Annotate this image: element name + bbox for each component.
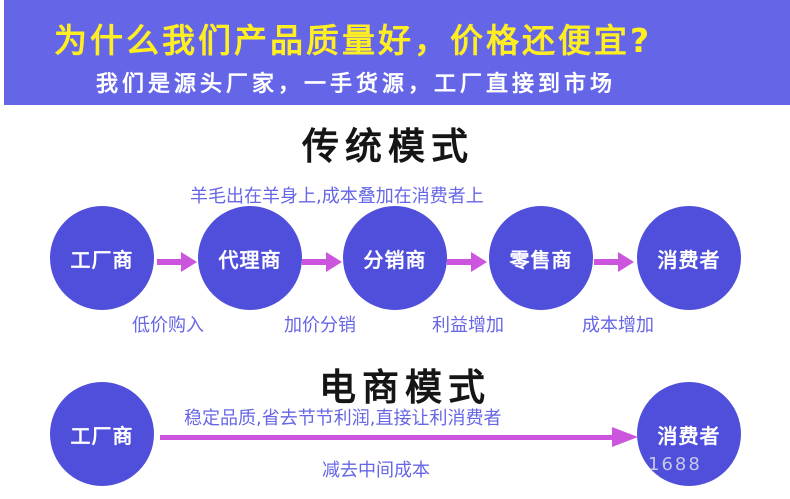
arrow-icon — [302, 252, 342, 272]
traditional-model-title: 传统模式 — [302, 125, 474, 168]
banner-title: 为什么我们产品质量好，价格还便宜? — [54, 21, 653, 60]
step-label-markup: 加价分销 — [284, 315, 356, 336]
node-consumer-direct: 消费者 — [637, 382, 741, 486]
node-factory-label: 工厂商 — [70, 247, 134, 272]
node-consumer: 消费者 — [637, 206, 741, 310]
step-label-profit: 利益增加 — [432, 315, 504, 336]
banner-subtitle: 我们是源头厂家，一手货源，工厂直接到市场 — [96, 72, 617, 97]
node-factory-direct: 工厂商 — [50, 382, 154, 486]
node-consumer-direct-label: 消费者 — [657, 423, 721, 448]
watermark: 1688 — [648, 454, 702, 475]
arrow-icon — [594, 252, 634, 272]
ecommerce-model-note: 稳定品质,省去节节利润,直接让利消费者 — [184, 408, 502, 429]
header-banner: 为什么我们产品质量好，价格还便宜? 我们是源头厂家，一手货源，工厂直接到市场 — [4, 0, 790, 105]
node-distributor: 分销商 — [343, 206, 447, 310]
ecommerce-model-title: 电商模式 — [319, 366, 491, 409]
node-factory-direct-label: 工厂商 — [70, 423, 134, 448]
node-retailer: 零售商 — [489, 206, 593, 310]
arrow-icon — [447, 252, 487, 272]
step-label-cost: 成本增加 — [582, 315, 654, 336]
node-agent: 代理商 — [198, 206, 302, 310]
step-label-buy-low: 低价购入 — [132, 315, 204, 336]
ecommerce-bottom-note: 减去中间成本 — [322, 460, 430, 481]
node-agent-label: 代理商 — [218, 247, 282, 272]
node-distributor-label: 分销商 — [363, 247, 427, 272]
traditional-model-note: 羊毛出在羊身上,成本叠加在消费者上 — [190, 186, 484, 207]
long-arrow-icon — [160, 427, 638, 447]
node-factory: 工厂商 — [50, 206, 154, 310]
arrow-icon — [157, 252, 197, 272]
node-retailer-label: 零售商 — [509, 247, 573, 272]
node-consumer-label: 消费者 — [657, 247, 721, 272]
